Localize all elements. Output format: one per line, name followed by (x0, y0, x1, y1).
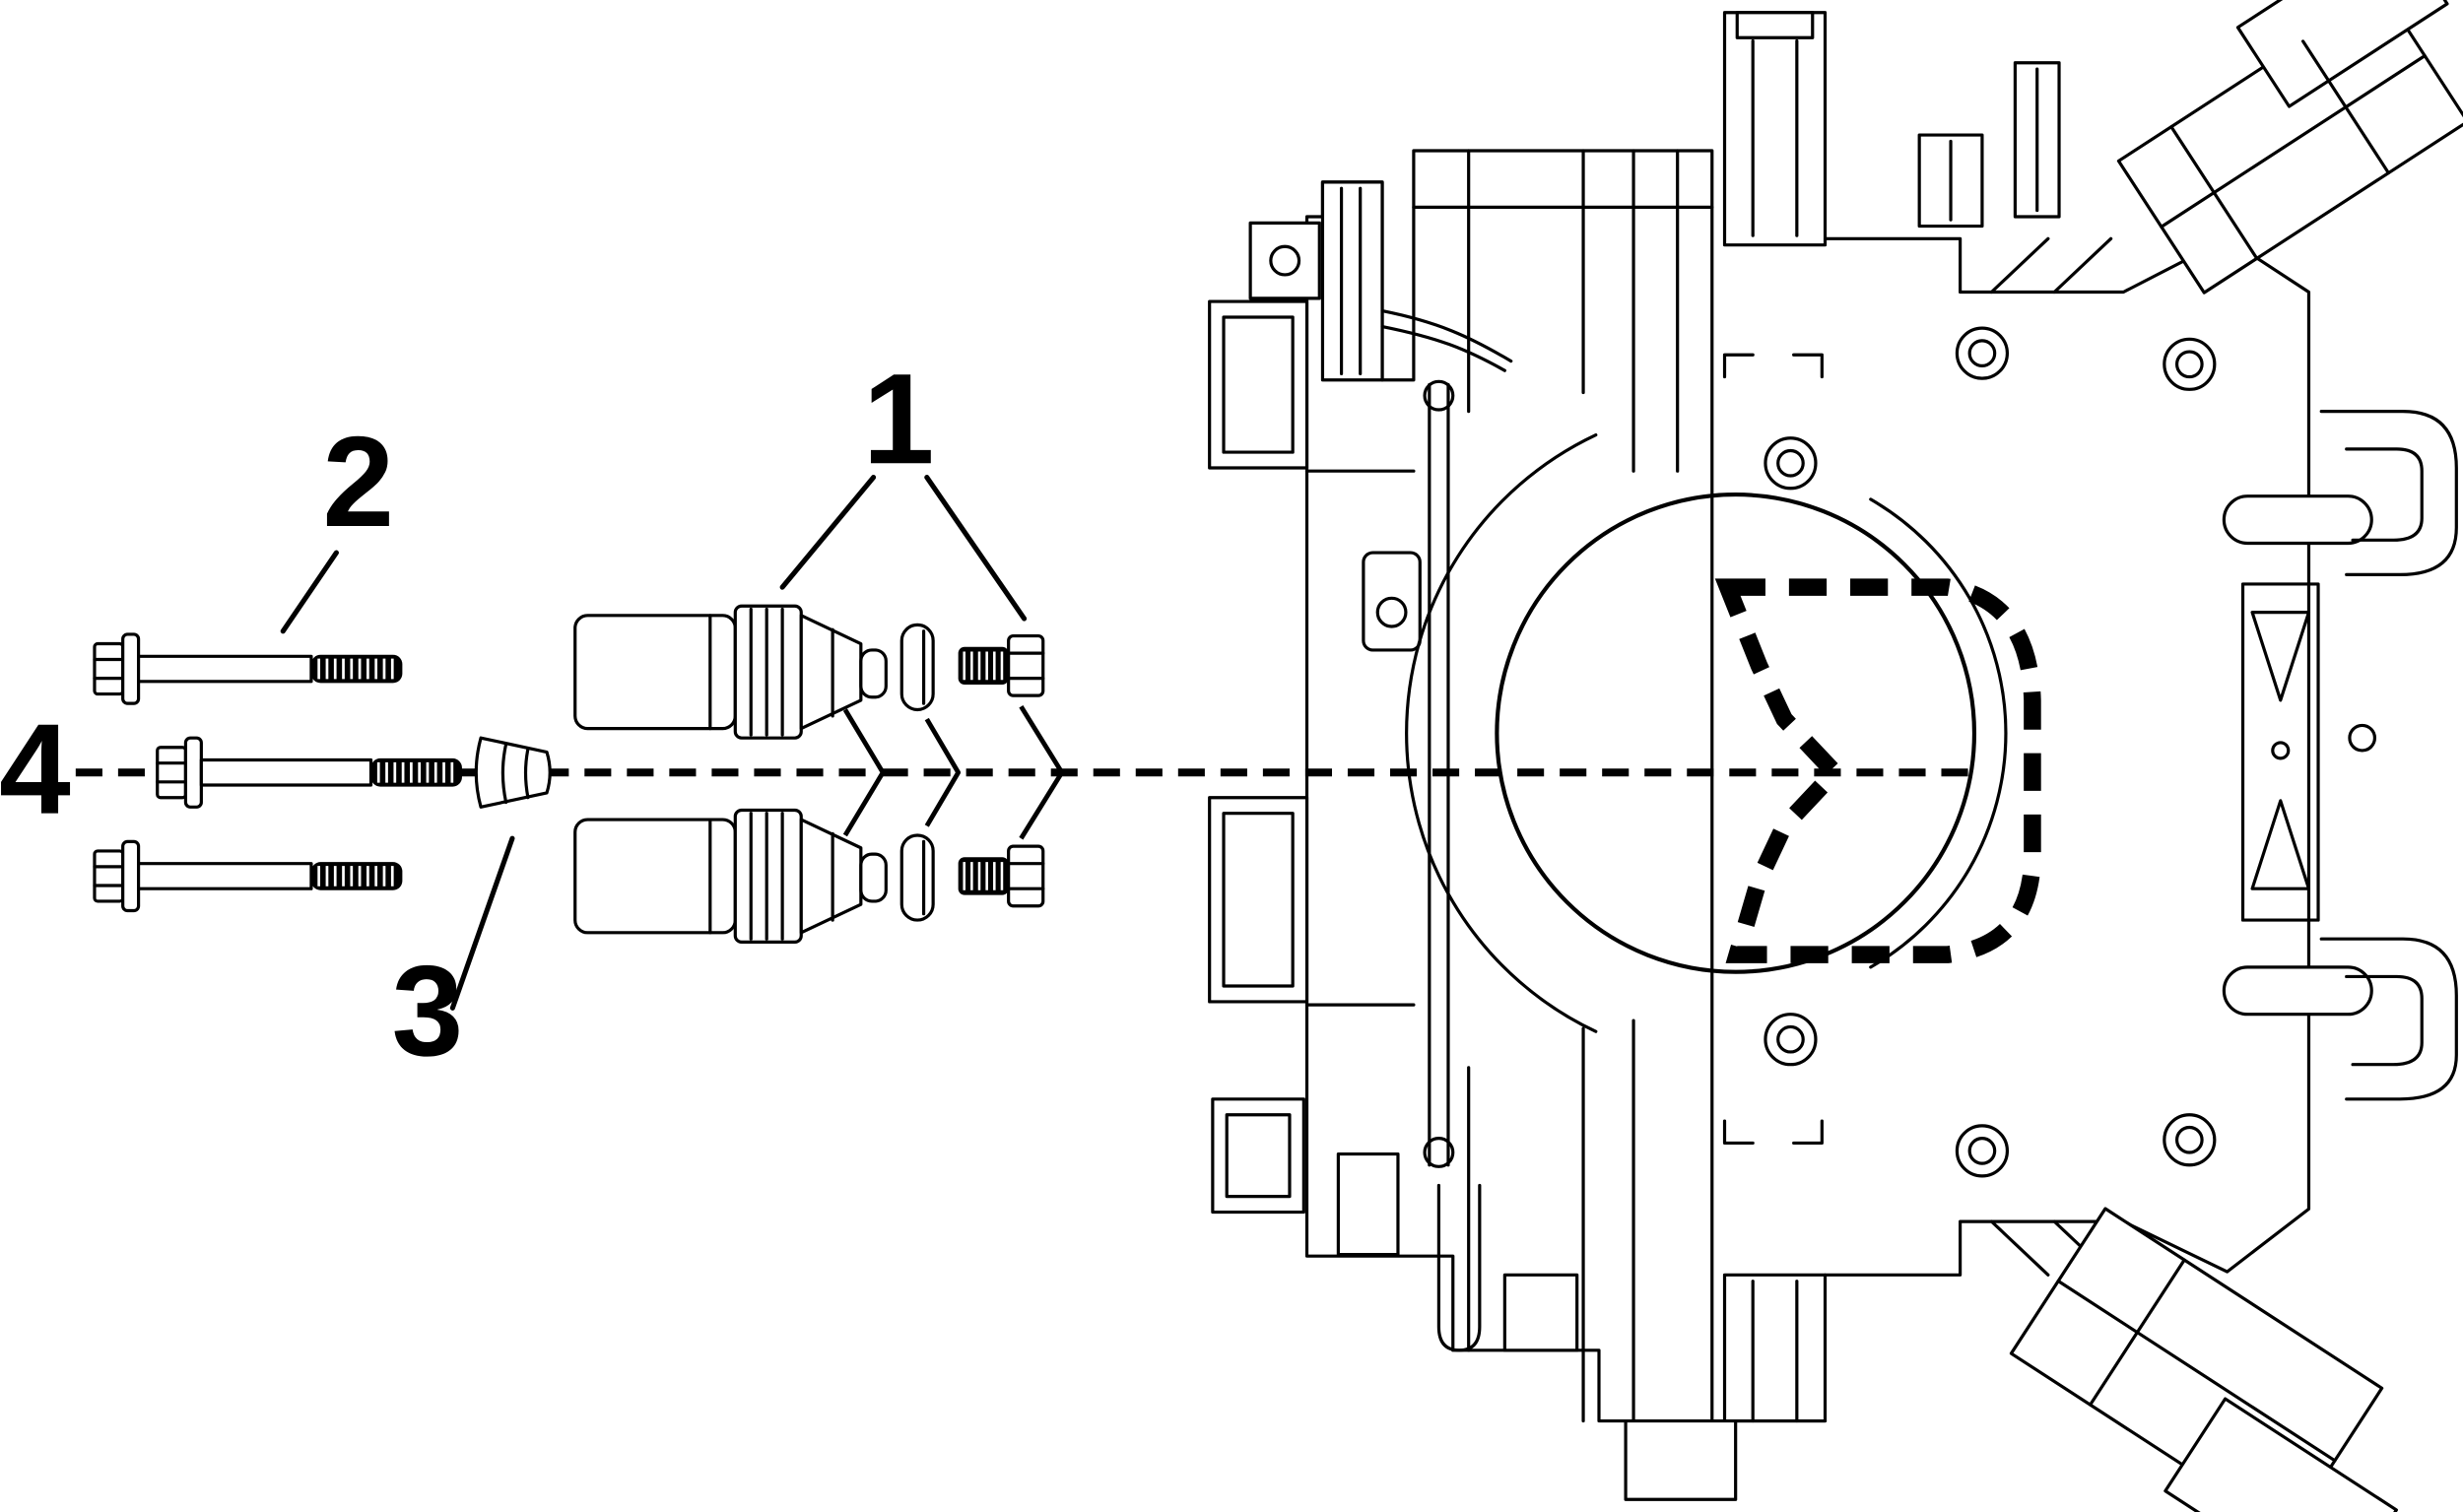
callout-2: 2 (280, 410, 394, 634)
engine-crankcase (1208, 0, 2463, 1512)
upper-mount (573, 604, 888, 740)
mount-pocket-dashed-outline (1714, 578, 2041, 963)
bolt-holes (1764, 326, 2377, 1178)
callout-1-leader-left (779, 475, 877, 590)
callout-4: 4 (0, 697, 71, 841)
callout-3-leader (449, 835, 515, 1011)
tilted-assembly-bottom (2009, 1207, 2399, 1512)
callout-3: 3 (392, 835, 515, 1083)
lower-mount-screw (958, 844, 1045, 908)
callout-1-leader-right (924, 475, 1028, 622)
callout-1-label: 1 (863, 347, 935, 491)
alignment-chevrons (842, 705, 1065, 840)
tilted-assembly-top (2116, 0, 2463, 295)
lower-washer (899, 833, 935, 922)
flange-bolt-bottom (93, 839, 403, 913)
callout-2-leader (280, 550, 339, 634)
upper-washer (899, 623, 935, 712)
callout-2-label: 2 (322, 410, 394, 554)
callout-3-label: 3 (392, 939, 464, 1083)
lower-mount (573, 808, 888, 944)
flange-bolt-top (93, 632, 403, 705)
callout-4-label: 4 (0, 697, 71, 841)
tapered-bushing (474, 736, 552, 809)
callout-1: 1 (779, 347, 1028, 622)
flange-bolt-middle (156, 736, 462, 809)
bore-circle (1495, 493, 1977, 974)
upper-mount-screw (958, 633, 1045, 697)
